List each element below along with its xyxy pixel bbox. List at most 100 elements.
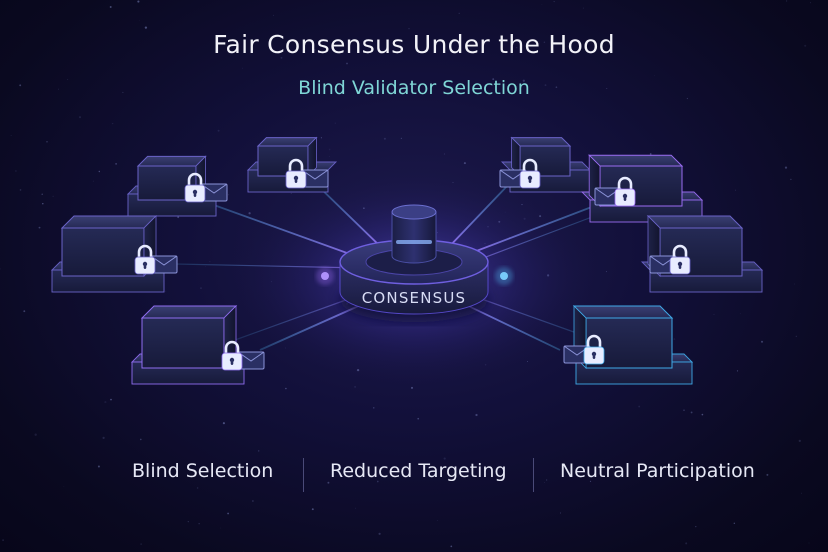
star (329, 156, 330, 157)
validator-node-top-left (128, 156, 227, 216)
star (15, 170, 17, 172)
star (794, 284, 795, 285)
star (140, 543, 141, 544)
star (437, 520, 438, 521)
star (685, 542, 687, 544)
star (210, 261, 211, 262)
node-cube-top (142, 306, 236, 318)
star (188, 521, 189, 522)
star (475, 414, 477, 416)
node-cube-top (258, 138, 316, 146)
star (810, 2, 811, 3)
star (606, 271, 607, 272)
star (35, 434, 37, 436)
node-cube-top (512, 138, 570, 146)
feature-blind-selection: Blind Selection (132, 460, 273, 482)
star (542, 4, 543, 5)
star (46, 141, 48, 143)
star (165, 291, 166, 292)
validator-node-bottom-right (564, 306, 692, 384)
feature-neutral-participation: Neutral Participation (560, 460, 755, 482)
star (417, 418, 419, 420)
star (2, 539, 4, 541)
node-cube-top (574, 306, 672, 318)
feature-divider (303, 458, 304, 492)
star (243, 551, 244, 552)
star (459, 13, 460, 14)
star (796, 336, 797, 337)
star (218, 130, 220, 132)
star (177, 216, 179, 218)
star (145, 26, 147, 28)
hub-core-top (392, 205, 436, 219)
star (401, 138, 402, 139)
star (785, 167, 787, 169)
star (39, 227, 41, 229)
node-cube-top (62, 216, 156, 228)
star (335, 123, 336, 124)
star (102, 437, 104, 439)
star (737, 370, 738, 371)
star (683, 409, 685, 411)
star (674, 338, 676, 340)
star (354, 386, 356, 388)
star (450, 546, 452, 548)
hub-label: CONSENSUS (362, 289, 467, 307)
star (140, 439, 142, 441)
star (799, 440, 801, 442)
star (20, 189, 22, 191)
link-node-glow-right (495, 267, 513, 285)
star (801, 493, 802, 494)
star (248, 212, 250, 214)
page-subtitle: Blind Validator Selection (0, 77, 828, 99)
star (384, 138, 386, 140)
hub-core-cylinder (392, 212, 436, 263)
hub-core-light (396, 240, 432, 244)
validator-node-top-center-right (500, 138, 590, 192)
star (242, 68, 243, 69)
star (786, 0, 787, 1)
star (104, 401, 106, 403)
star (346, 63, 348, 65)
star (312, 508, 314, 510)
star (285, 388, 287, 390)
feature-divider (533, 458, 534, 492)
node-cube-top (648, 216, 742, 228)
star (329, 149, 331, 151)
star (42, 203, 43, 204)
star (110, 6, 112, 8)
star (444, 153, 445, 154)
star (42, 194, 43, 195)
star (291, 193, 292, 194)
star (99, 171, 100, 172)
node-cube-top (589, 155, 682, 166)
star (735, 190, 736, 191)
star (650, 153, 652, 155)
star (355, 508, 356, 509)
star (227, 513, 229, 515)
star (761, 341, 763, 343)
star (691, 411, 693, 413)
star (464, 162, 466, 164)
star (713, 314, 714, 315)
star (220, 528, 221, 529)
star (808, 542, 809, 543)
star (638, 406, 640, 408)
star (373, 407, 374, 408)
page-title: Fair Consensus Under the Hood (0, 30, 828, 59)
star (583, 8, 584, 9)
feature-reduced-targeting: Reduced Targeting (330, 460, 507, 482)
star (228, 194, 229, 195)
star (0, 268, 1, 269)
star (702, 414, 704, 416)
star (112, 123, 113, 124)
star (53, 196, 54, 197)
star (199, 523, 200, 524)
star (11, 135, 12, 136)
star (321, 137, 322, 138)
star (23, 310, 25, 312)
footer-features: Blind Selection Reduced Targeting Neutra… (0, 460, 828, 490)
link-node-glow-left (316, 267, 334, 285)
validator-node-top-center-left (248, 138, 336, 192)
star (740, 313, 741, 314)
